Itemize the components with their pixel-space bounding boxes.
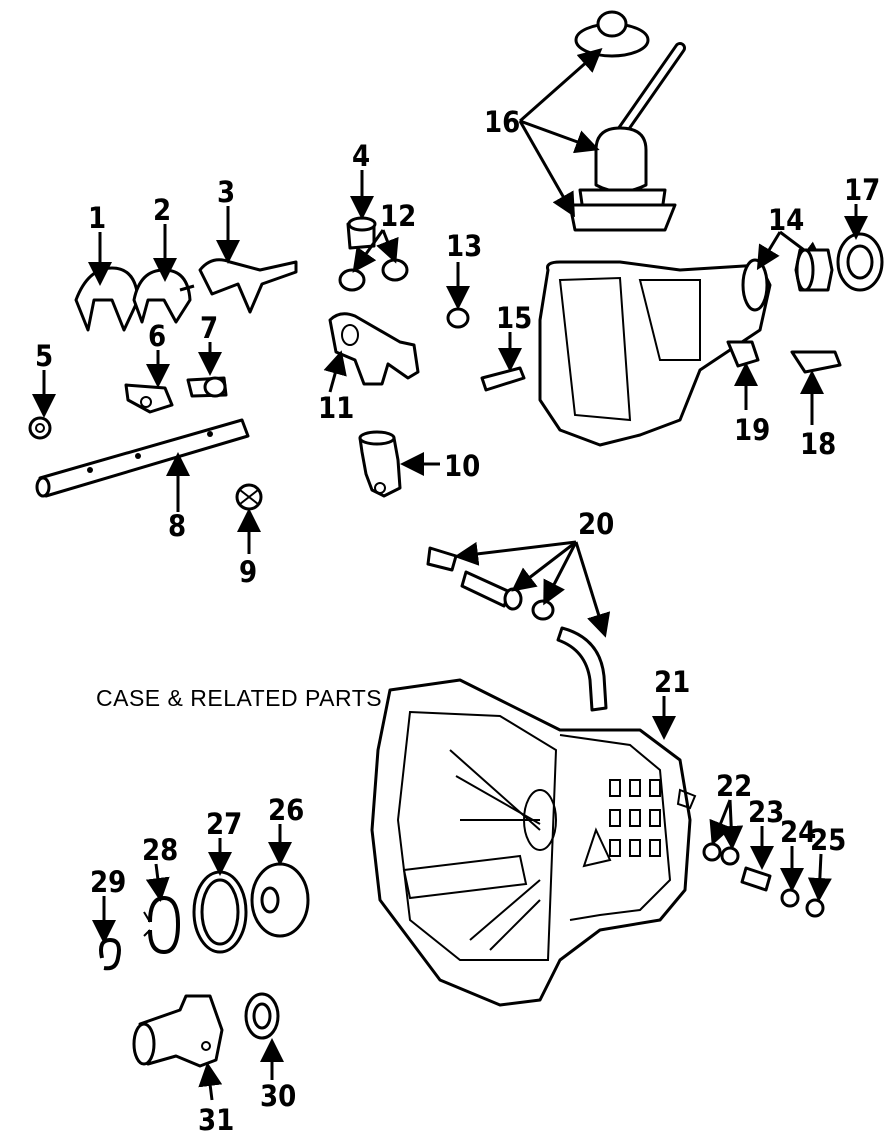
callout-5: 5 xyxy=(35,339,53,373)
part-23-pin xyxy=(740,866,772,892)
part-25-ball xyxy=(805,898,825,918)
callout-9: 9 xyxy=(239,555,257,589)
part-4-bushing xyxy=(346,216,377,250)
part-9-spring xyxy=(235,483,263,511)
part-16-shift-lever-assembly xyxy=(568,10,686,232)
part-8-shift-rail xyxy=(35,418,250,498)
part-22-plugs xyxy=(702,842,740,866)
callout-31: 31 xyxy=(198,1103,234,1137)
part-13-plug xyxy=(446,307,470,329)
part-26-bearing xyxy=(250,862,310,938)
part-30-seal xyxy=(244,992,280,1040)
callout-30: 30 xyxy=(260,1079,296,1113)
callout-26: 26 xyxy=(268,793,304,827)
callout-3: 3 xyxy=(217,175,235,209)
callout-2: 2 xyxy=(153,193,171,227)
callout-16: 16 xyxy=(484,105,520,139)
part-10-shift-housing xyxy=(358,430,402,498)
callout-11: 11 xyxy=(318,391,354,425)
part-1-shift-fork xyxy=(74,266,140,332)
part-27-bearing-race xyxy=(192,870,248,954)
callout-27: 27 xyxy=(206,807,242,841)
callout-17: 17 xyxy=(844,173,880,207)
part-5-snap-ring xyxy=(28,416,52,440)
part-3-shift-fork xyxy=(198,258,298,314)
callout-20: 20 xyxy=(578,507,614,541)
part-20-breather-fittings xyxy=(426,546,608,712)
part-11-shift-lever-bracket xyxy=(328,312,420,386)
callout-4: 4 xyxy=(352,139,370,173)
callout-22: 22 xyxy=(716,769,752,803)
part-18-speed-sensor xyxy=(790,350,842,374)
callout-12: 12 xyxy=(380,199,416,233)
callout-7: 7 xyxy=(200,311,218,345)
part-28-snap-ring xyxy=(143,895,181,955)
callout-24: 24 xyxy=(780,815,816,849)
callout-21: 21 xyxy=(654,665,690,699)
callout-28: 28 xyxy=(142,833,178,867)
part-6-shift-head xyxy=(124,383,174,414)
part-2-shift-fork xyxy=(132,268,195,324)
callout-29: 29 xyxy=(90,865,126,899)
callout-14: 14 xyxy=(768,203,804,237)
part-29-snap-ring xyxy=(99,937,121,971)
callout-13: 13 xyxy=(446,229,482,263)
callout-10: 10 xyxy=(444,449,480,483)
part-24-spring xyxy=(780,888,800,908)
part-14-bushing xyxy=(794,248,834,292)
callout-8: 8 xyxy=(168,509,186,543)
part-extension-housing xyxy=(538,258,772,447)
part-15-pin xyxy=(480,366,526,392)
callout-19: 19 xyxy=(734,413,770,447)
callout-25: 25 xyxy=(810,823,846,857)
callout-23: 23 xyxy=(748,795,784,829)
callout-15: 15 xyxy=(496,301,532,335)
callout-6: 6 xyxy=(148,319,166,353)
part-19-switch xyxy=(726,340,760,368)
part-31-bearing-retainer xyxy=(132,994,224,1068)
diagram-title: CASE & RELATED PARTS xyxy=(96,685,382,711)
callout-18: 18 xyxy=(800,427,836,461)
callout-1: 1 xyxy=(88,201,106,235)
part-17-oil-seal xyxy=(836,232,884,292)
part-7-interlock-pin xyxy=(186,376,228,398)
part-21-transmission-case xyxy=(370,678,697,1007)
part-12-bushings xyxy=(338,258,409,292)
